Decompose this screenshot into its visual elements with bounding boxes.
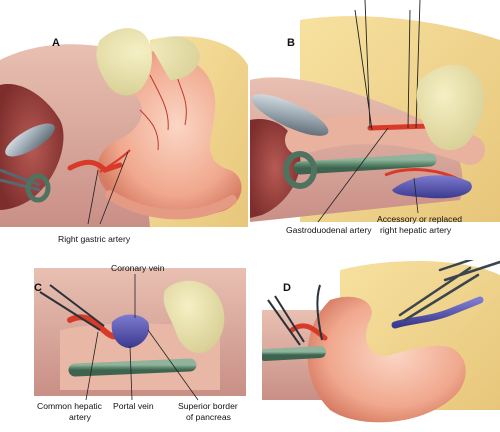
label-accessory-hepatic-1: Accessory or replaced <box>377 214 462 224</box>
retractor-c <box>39 284 105 331</box>
panel-c-artwork <box>34 268 246 396</box>
panel-b-artwork <box>250 0 500 222</box>
portal-vein-b <box>392 175 472 199</box>
panel-letter-a: A <box>52 37 60 49</box>
label-portal-vein: Portal vein <box>113 401 154 411</box>
clamp-handle <box>0 168 41 192</box>
label-accessory-hepatic-2: right hepatic artery <box>380 225 452 235</box>
forceps-d <box>398 260 500 322</box>
label-superior-border-2: of pancreas <box>186 412 231 422</box>
leader-common-hepatic <box>85 331 99 401</box>
panel-c: C Coronary vein Common hepatic artery Po… <box>34 263 246 422</box>
surgeon-hand <box>96 28 200 96</box>
leader-right-gastric-2 <box>99 151 129 225</box>
label-common-hepatic-2: artery <box>69 412 92 422</box>
panel-b: B Gastroduodenal artery Accessory or rep… <box>250 0 500 235</box>
panel-letter-c: C <box>34 282 42 294</box>
panel-d: D <box>262 260 500 423</box>
surgeon-hand-b <box>416 65 485 151</box>
retractor-d <box>267 284 323 346</box>
surgeon-hand-c <box>163 280 225 353</box>
panel-letter-d: D <box>283 282 291 294</box>
portal-vein-c <box>111 314 150 348</box>
leader-right-gastric-1 <box>87 169 99 225</box>
clamp-loop <box>25 173 51 203</box>
label-right-gastric-artery: Right gastric artery <box>58 234 131 244</box>
leader-superior-border <box>147 329 199 401</box>
duodenum <box>105 190 237 220</box>
label-common-hepatic-1: Common hepatic <box>37 401 103 411</box>
leader-portal-vein <box>129 345 133 401</box>
retractor-blade-b <box>251 94 329 136</box>
vessel-loop-b <box>354 0 421 131</box>
label-superior-border-1: Superior border <box>178 401 238 411</box>
retractor-blade <box>5 123 55 157</box>
label-gastroduodenal-artery: Gastroduodenal artery <box>286 225 372 235</box>
portal-structures-d <box>262 346 326 361</box>
duodenum-d <box>307 296 466 423</box>
panel-letter-b: B <box>287 37 295 49</box>
gastroduodenal-artery-vessel <box>367 123 433 131</box>
panel-a: A Right gastric artery <box>0 28 248 244</box>
hepatic-artery-a <box>67 159 123 173</box>
leader-gastroduodenal <box>317 127 389 223</box>
portal-structures-b <box>293 153 437 175</box>
label-coronary-vein: Coronary vein <box>111 263 165 273</box>
leader-accessory-hepatic <box>413 177 419 214</box>
splenic-vessels-c <box>68 358 197 377</box>
panel-a-artwork <box>0 28 248 227</box>
coronary-vein-d <box>391 296 484 329</box>
panel-d-artwork <box>262 260 500 423</box>
clamp-loop-b <box>283 151 317 189</box>
